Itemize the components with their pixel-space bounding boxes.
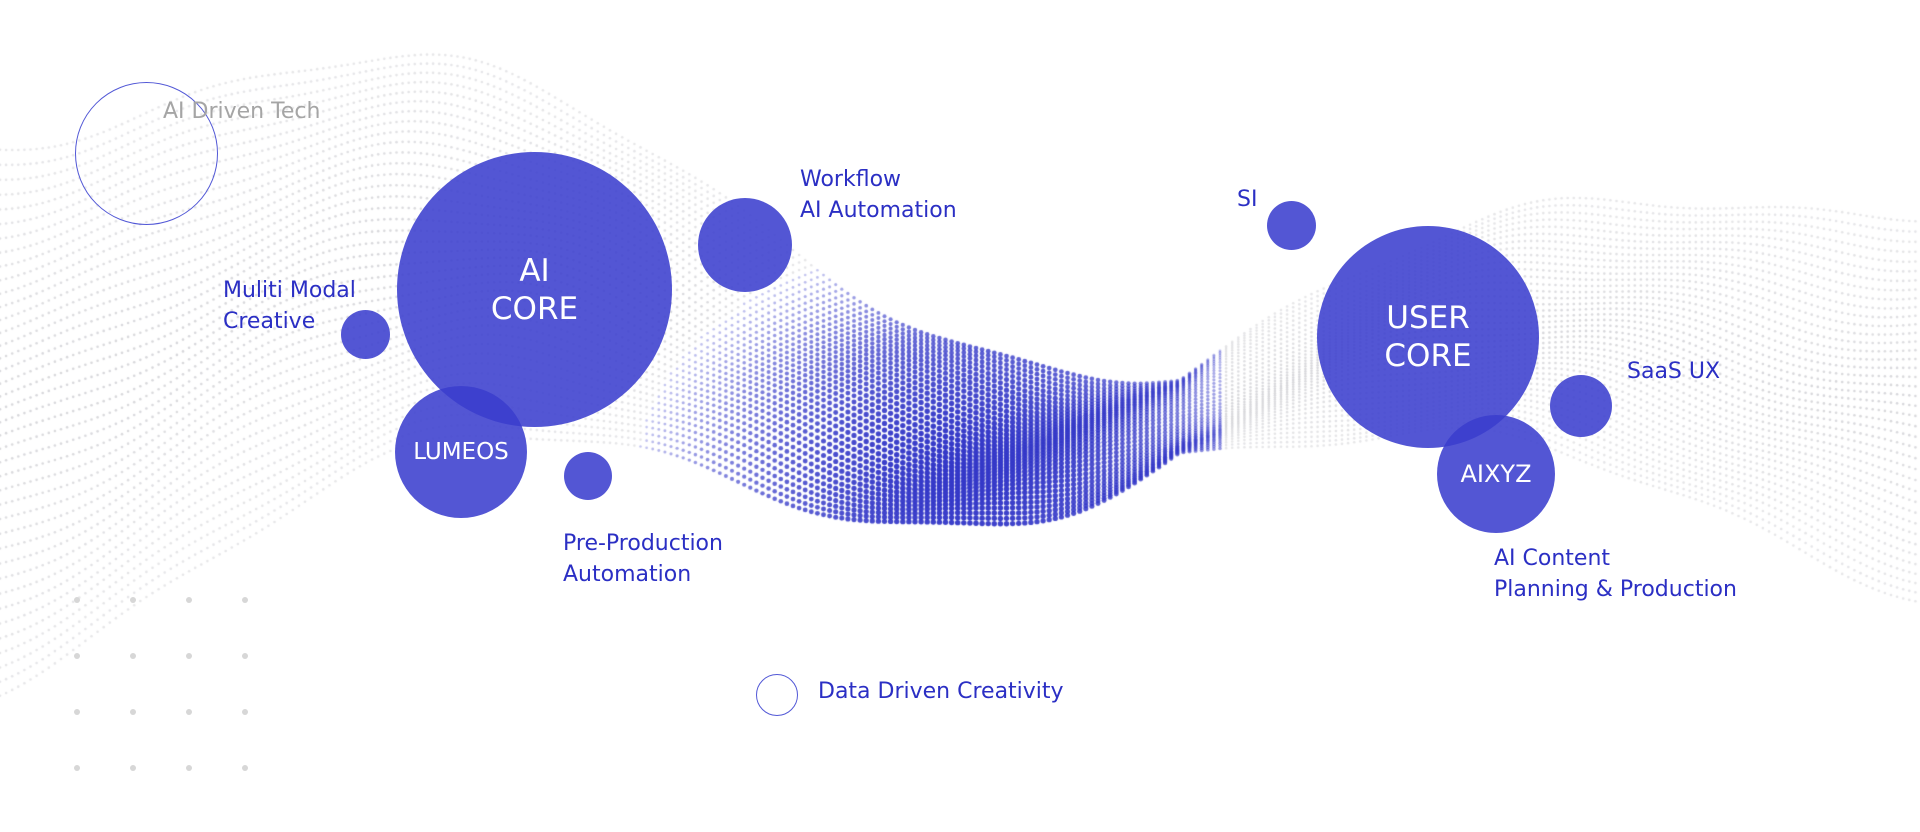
grid-dot [74, 765, 80, 771]
ai-content-planning-label: AI Content Planning & Production [1494, 546, 1737, 602]
grid-dot [186, 597, 192, 603]
grid-dot [186, 765, 192, 771]
si-label: SI [1237, 187, 1258, 212]
aixyz-node: AIXYZ [1437, 415, 1555, 533]
ai-driven-tech-label: AI Driven Tech [163, 99, 321, 124]
workflow-ai-automation-dot [698, 198, 792, 292]
multi-modal-creative-label: Muliti Modal Creative [223, 278, 356, 334]
pre-production-automation-label: Pre-Production Automation [563, 531, 723, 587]
saas-ux-label: SaaS UX [1627, 359, 1721, 384]
grid-dot [242, 709, 248, 715]
grid-dot [130, 709, 136, 715]
grid-dot [242, 765, 248, 771]
grid-dot [186, 709, 192, 715]
grid-dot [242, 653, 248, 659]
si-dot [1267, 201, 1316, 250]
grid-dot [74, 709, 80, 715]
grid-dot [74, 653, 80, 659]
grid-dot [74, 597, 80, 603]
ai-driven-tech-ring [75, 82, 218, 225]
grid-dot [130, 597, 136, 603]
lumeos-node: LUMEOS [395, 386, 527, 518]
grid-dot [242, 597, 248, 603]
saas-ux-dot [1550, 375, 1612, 437]
ai-core-node: AI CORE [397, 152, 672, 427]
grid-dot [130, 765, 136, 771]
grid-dot [186, 653, 192, 659]
data-driven-creativity-label: Data Driven Creativity [818, 679, 1064, 704]
multi-modal-creative-dot [341, 310, 390, 359]
grid-dot [130, 653, 136, 659]
workflow-ai-automation-label: Workflow AI Automation [800, 167, 957, 223]
data-driven-creativity-ring [756, 674, 798, 716]
pre-production-automation-dot [564, 452, 612, 500]
user-core-node: USER CORE [1317, 226, 1539, 448]
